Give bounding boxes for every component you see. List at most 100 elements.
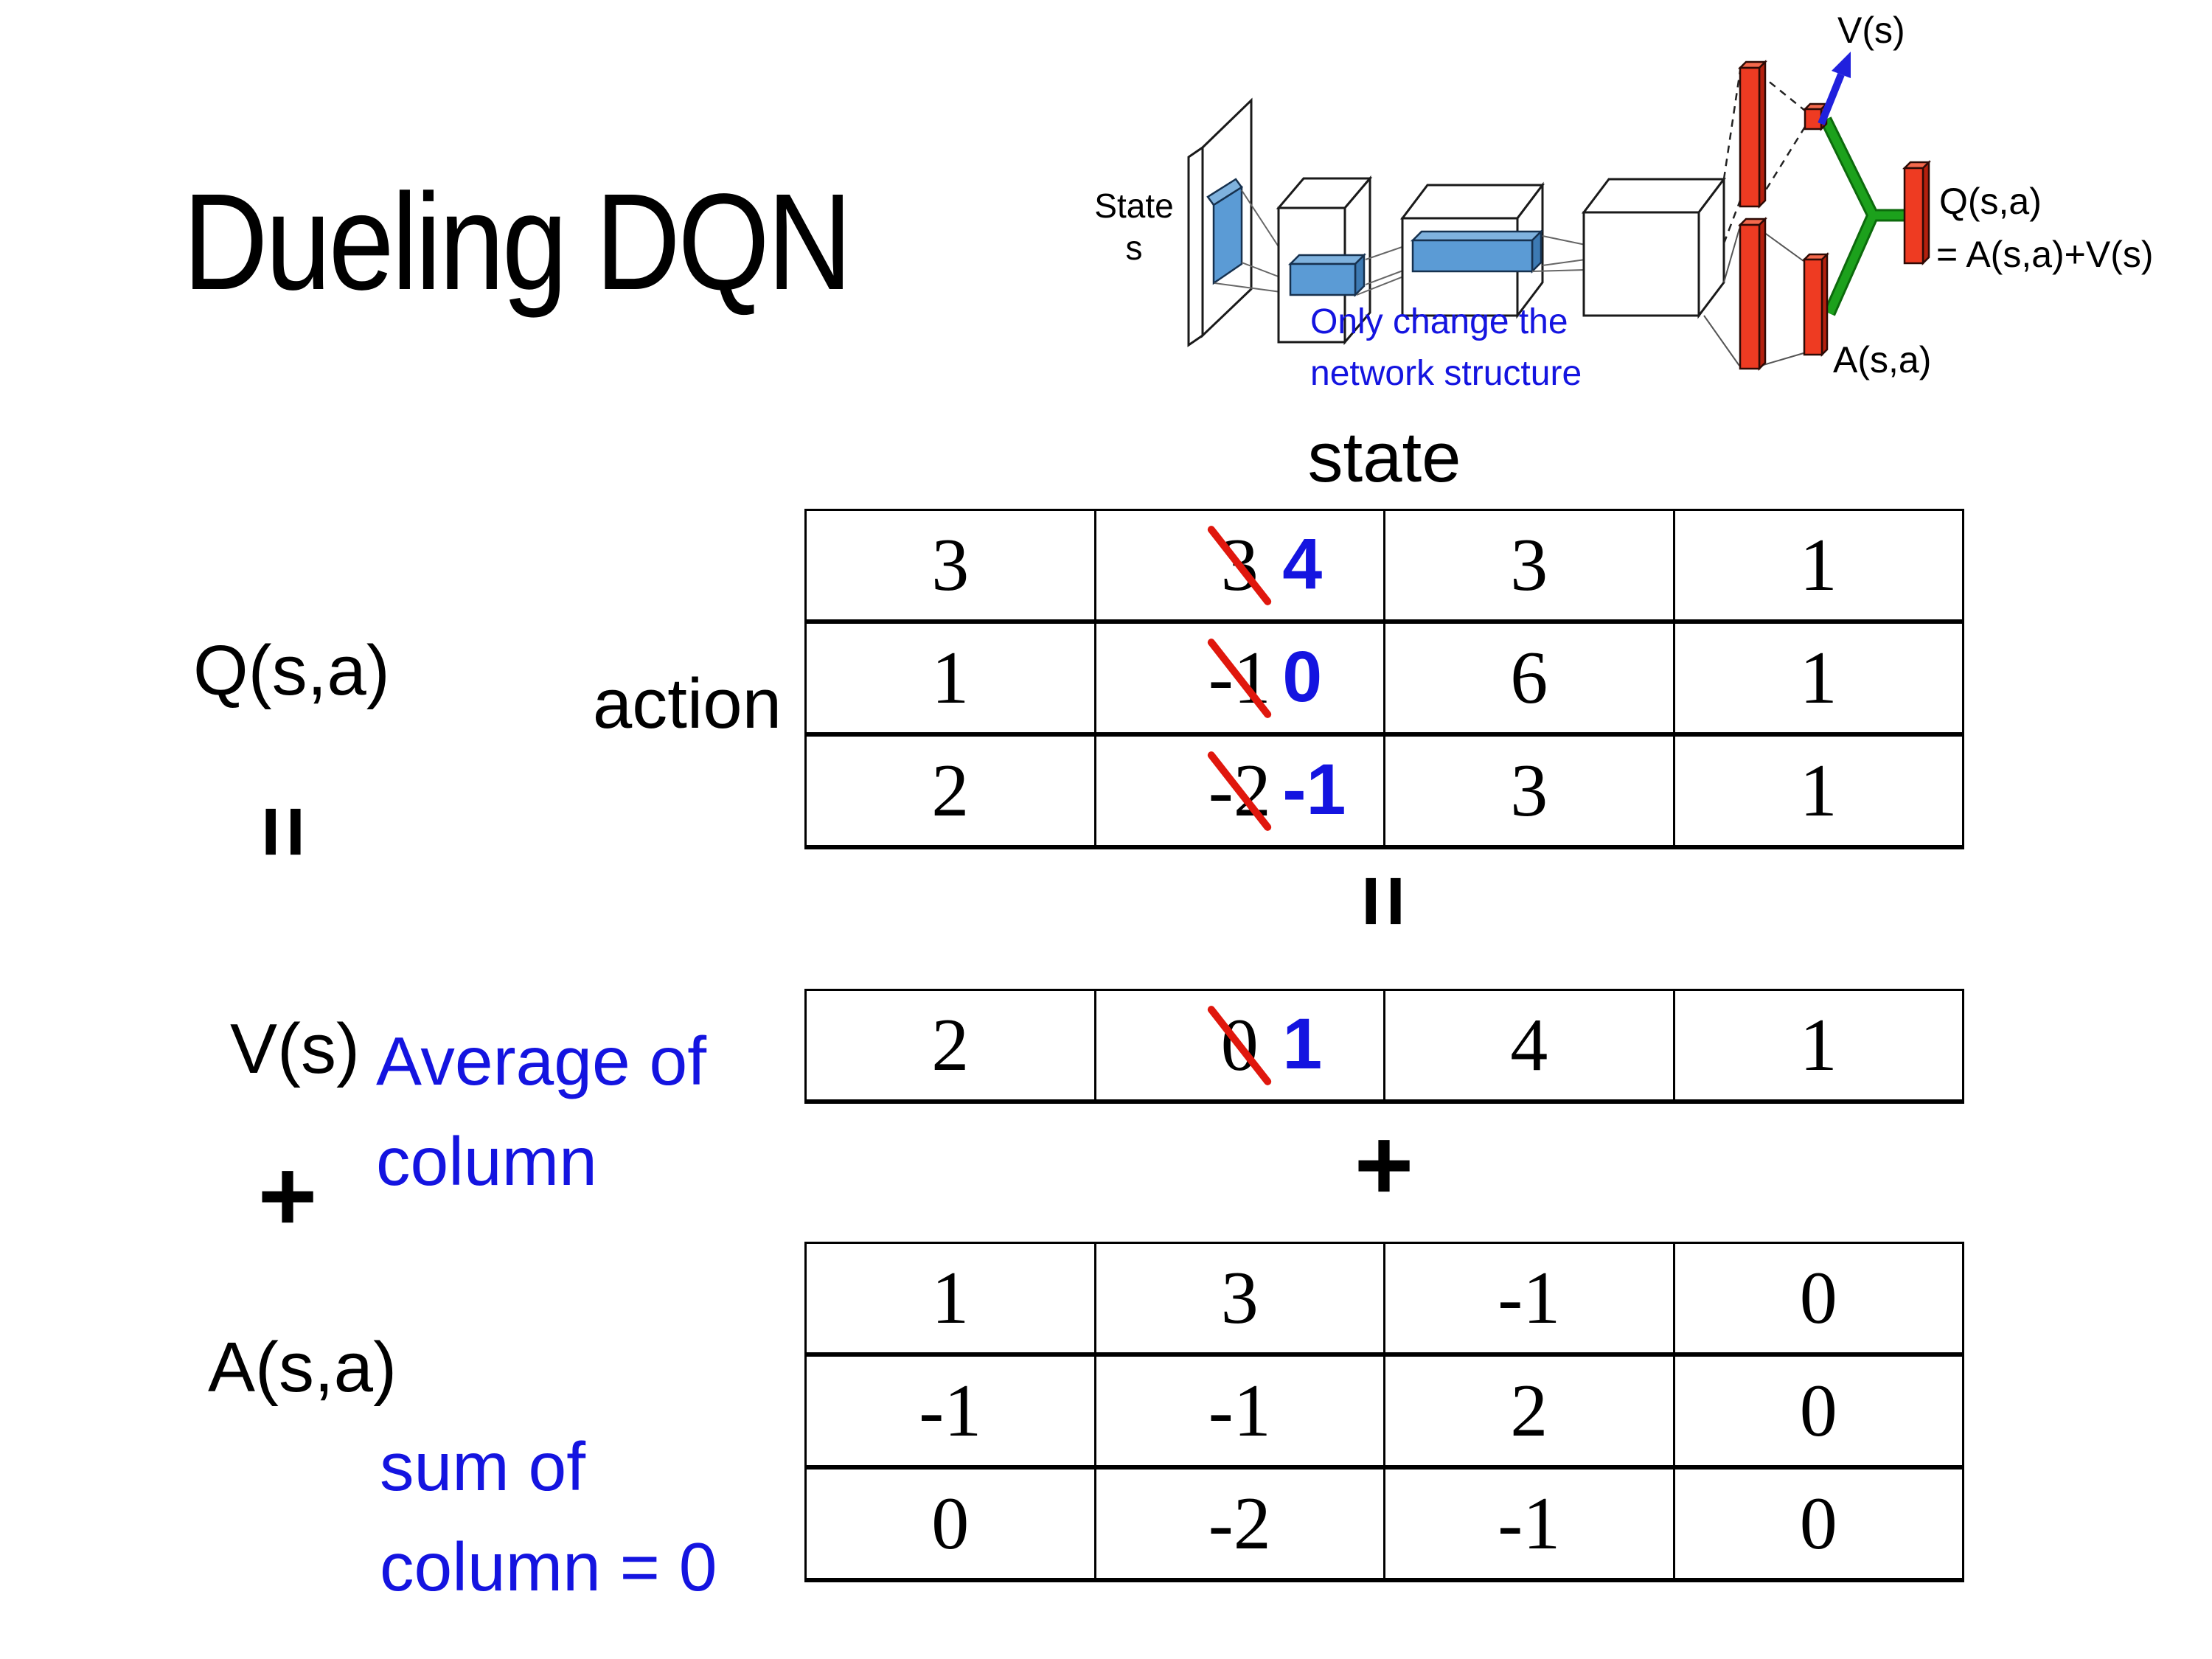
v-arrow — [1818, 52, 1851, 125]
a-cell-0-1: 3 — [1096, 1244, 1385, 1352]
cell-value: 0 — [931, 1482, 970, 1565]
cell-value: 2 — [931, 749, 970, 832]
a-output-label: A(s,a) — [1833, 339, 1931, 380]
state-input-label-s: s — [1126, 229, 1143, 267]
slide-title: Dueling DQN — [183, 166, 852, 319]
cell-value: -1 — [919, 1369, 982, 1453]
v-scalar-box — [1802, 101, 1829, 132]
equals-left-box: = — [233, 780, 335, 883]
q-output-label: Q(s,a) — [1939, 181, 2042, 222]
q-output-formula: = A(s,a)+V(s) — [1936, 234, 2154, 275]
v-row-0: 2 01 4 1 — [807, 991, 1962, 1104]
a-cell-1-2: 2 — [1385, 1357, 1675, 1465]
v-cell-0-0: 2 — [807, 991, 1096, 1099]
cell-value: 1 — [1799, 1004, 1837, 1087]
advantage-stream-bar — [1737, 216, 1768, 372]
corrected-value: 0 — [1282, 636, 1323, 717]
conv-box-1 — [1276, 175, 1373, 346]
input-patch — [1206, 178, 1243, 285]
conv-lines-3 — [1531, 235, 1586, 272]
q-matrix: 3 34 3 1 1 -106 1 2 -2-1 3 1 — [804, 509, 1964, 849]
v-matrix-label: V(s) — [230, 1009, 360, 1088]
combine-connector — [1820, 116, 1910, 316]
cell-value: 2 — [931, 1004, 970, 1087]
v-output-label: V(s) — [1837, 10, 1905, 51]
cell-value: 1 — [931, 636, 970, 720]
a-cell-0-3: 0 — [1675, 1244, 1963, 1352]
a-cell-1-3: 0 — [1675, 1357, 1963, 1465]
q-cell-2-0: 2 — [807, 737, 1096, 845]
q-row-2: 2 -2-1 3 1 — [807, 737, 1962, 849]
plus-sign-left: + — [257, 1139, 318, 1253]
cell-value: -2 — [1208, 1482, 1271, 1565]
q-cell-1-2: 6 — [1385, 624, 1675, 732]
q-cell-0-0: 3 — [807, 511, 1096, 619]
cell-value: 1 — [1799, 524, 1837, 607]
a-cell-2-1: -2 — [1096, 1470, 1385, 1578]
a-cell-1-0: -1 — [807, 1357, 1096, 1465]
q-cell-1-3: 1 — [1675, 624, 1963, 732]
average-note-line2: column — [376, 1122, 597, 1200]
a-cell-0-0: 1 — [807, 1244, 1096, 1352]
equals-mid-box: = — [1333, 849, 1435, 953]
cell-value: -1 — [1208, 1369, 1271, 1453]
q-cell-1-1: -10 — [1096, 624, 1385, 732]
a-row-2: 0 -2 -1 0 — [807, 1470, 1962, 1582]
diagram-caption-line2: network structure — [1310, 354, 1582, 393]
stream-split-lines — [1703, 70, 1806, 366]
q-cell-2-1: -2-1 — [1096, 737, 1385, 845]
average-note-line1: Average of — [376, 1023, 707, 1099]
cell-value: 3 — [1510, 749, 1548, 832]
v-cell-0-1: 01 — [1096, 991, 1385, 1099]
q-cell-2-2: 3 — [1385, 737, 1675, 845]
cell-value: 4 — [1510, 1004, 1548, 1087]
cell-value: 3 — [1510, 524, 1548, 607]
corrected-value: 1 — [1282, 1003, 1323, 1084]
a-cell-1-1: -1 — [1096, 1357, 1385, 1465]
cell-value: 1 — [931, 1256, 970, 1340]
plus-left-box: + — [236, 1139, 339, 1253]
a-row-1: -1 -1 2 0 — [807, 1357, 1962, 1470]
q-output-bar — [1902, 159, 1932, 266]
v-matrix: 2 01 4 1 — [804, 989, 1964, 1104]
feature-bar-2 — [1410, 229, 1544, 274]
cell-value: 0 — [1799, 1369, 1837, 1453]
network-diagram: State s V(s) Q(s,a) = A(s,a)+V(s) A(s,a)… — [1094, 10, 2154, 393]
diagram-caption-line1: Only change the — [1310, 302, 1568, 341]
q-cell-0-3: 1 — [1675, 511, 1963, 619]
cell-value: 0 — [1799, 1482, 1837, 1565]
v-cell-0-3: 1 — [1675, 991, 1963, 1099]
sum-note: sum of column = 0 — [380, 1417, 717, 1618]
cell-value: -1 — [1498, 1482, 1561, 1565]
action-axis-label: action — [592, 664, 782, 743]
cell-value: 0 — [1799, 1256, 1837, 1340]
a-cell-2-2: -1 — [1385, 1470, 1675, 1578]
a-matrix-label: A(s,a) — [208, 1328, 397, 1407]
cell-value: 2 — [1510, 1369, 1548, 1453]
cell-value: 1 — [1799, 636, 1837, 720]
q-cell-0-1: 34 — [1096, 511, 1385, 619]
value-stream-bar — [1737, 59, 1768, 209]
state-input-label: State — [1094, 187, 1173, 225]
cell-value: 3 — [931, 524, 970, 607]
q-cell-2-3: 1 — [1675, 737, 1963, 845]
plus-sign-mid: + — [1354, 1107, 1414, 1222]
plus-mid-box: + — [1332, 1108, 1436, 1222]
q-row-1: 1 -106 1 — [807, 624, 1962, 737]
cell-value: 1 — [1799, 749, 1837, 832]
a-vector-bar — [1801, 251, 1830, 358]
q-row-0: 3 34 3 1 — [807, 511, 1962, 624]
v-cell-0-2: 4 — [1385, 991, 1675, 1099]
q-cell-0-2: 3 — [1385, 511, 1675, 619]
state-header: state — [1307, 418, 1461, 497]
fc-box — [1581, 175, 1727, 319]
sum-note-line2: column = 0 — [380, 1528, 717, 1605]
q-matrix-label: Q(s,a) — [193, 631, 390, 710]
corrected-value: 4 — [1282, 523, 1323, 604]
a-cell-2-0: 0 — [807, 1470, 1096, 1578]
average-note: Average of column — [376, 1012, 706, 1212]
cell-value: 3 — [1220, 1256, 1259, 1340]
